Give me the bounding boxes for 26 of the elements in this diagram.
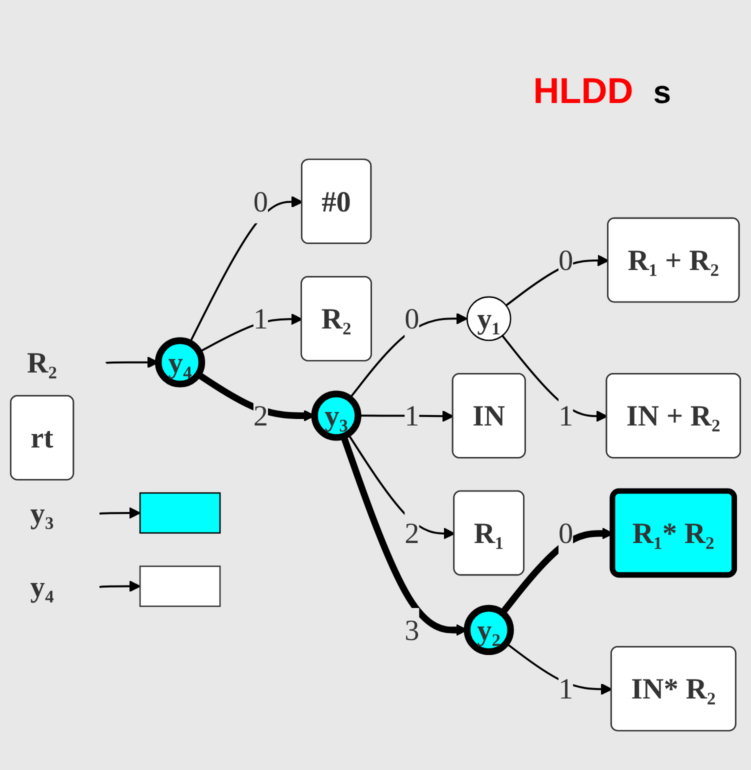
arrow xyxy=(347,433,456,540)
title-text: HLDD xyxy=(533,70,634,112)
node-text: y₄ xyxy=(30,570,54,603)
edge-label: 2 xyxy=(404,516,420,550)
label-text: s xyxy=(653,74,671,111)
edge-label: 2 xyxy=(253,399,268,432)
edge-label: 0 xyxy=(253,184,268,218)
arrow xyxy=(99,580,141,592)
edge-label: 0 xyxy=(558,516,574,550)
edge-label: 1 xyxy=(558,672,574,706)
edge-label: 1 xyxy=(404,399,420,432)
node-circle: y₄ xyxy=(154,337,206,388)
node-text: y₃ xyxy=(30,496,54,530)
edge-label: 0 xyxy=(558,243,574,277)
node-circle: y₁ xyxy=(466,296,512,342)
edge-label: 1 xyxy=(558,399,574,432)
arrow xyxy=(502,335,608,422)
node-circle: y₃ xyxy=(311,390,362,441)
node-box xyxy=(139,492,221,534)
arrow xyxy=(99,507,141,519)
edge-label: 0 xyxy=(404,302,420,336)
edge-label: 3 xyxy=(404,613,420,647)
node-box xyxy=(139,566,221,607)
edge-label: 1 xyxy=(253,302,268,336)
node-text: R₂ xyxy=(27,346,58,380)
node-circle: y₂ xyxy=(464,604,514,656)
